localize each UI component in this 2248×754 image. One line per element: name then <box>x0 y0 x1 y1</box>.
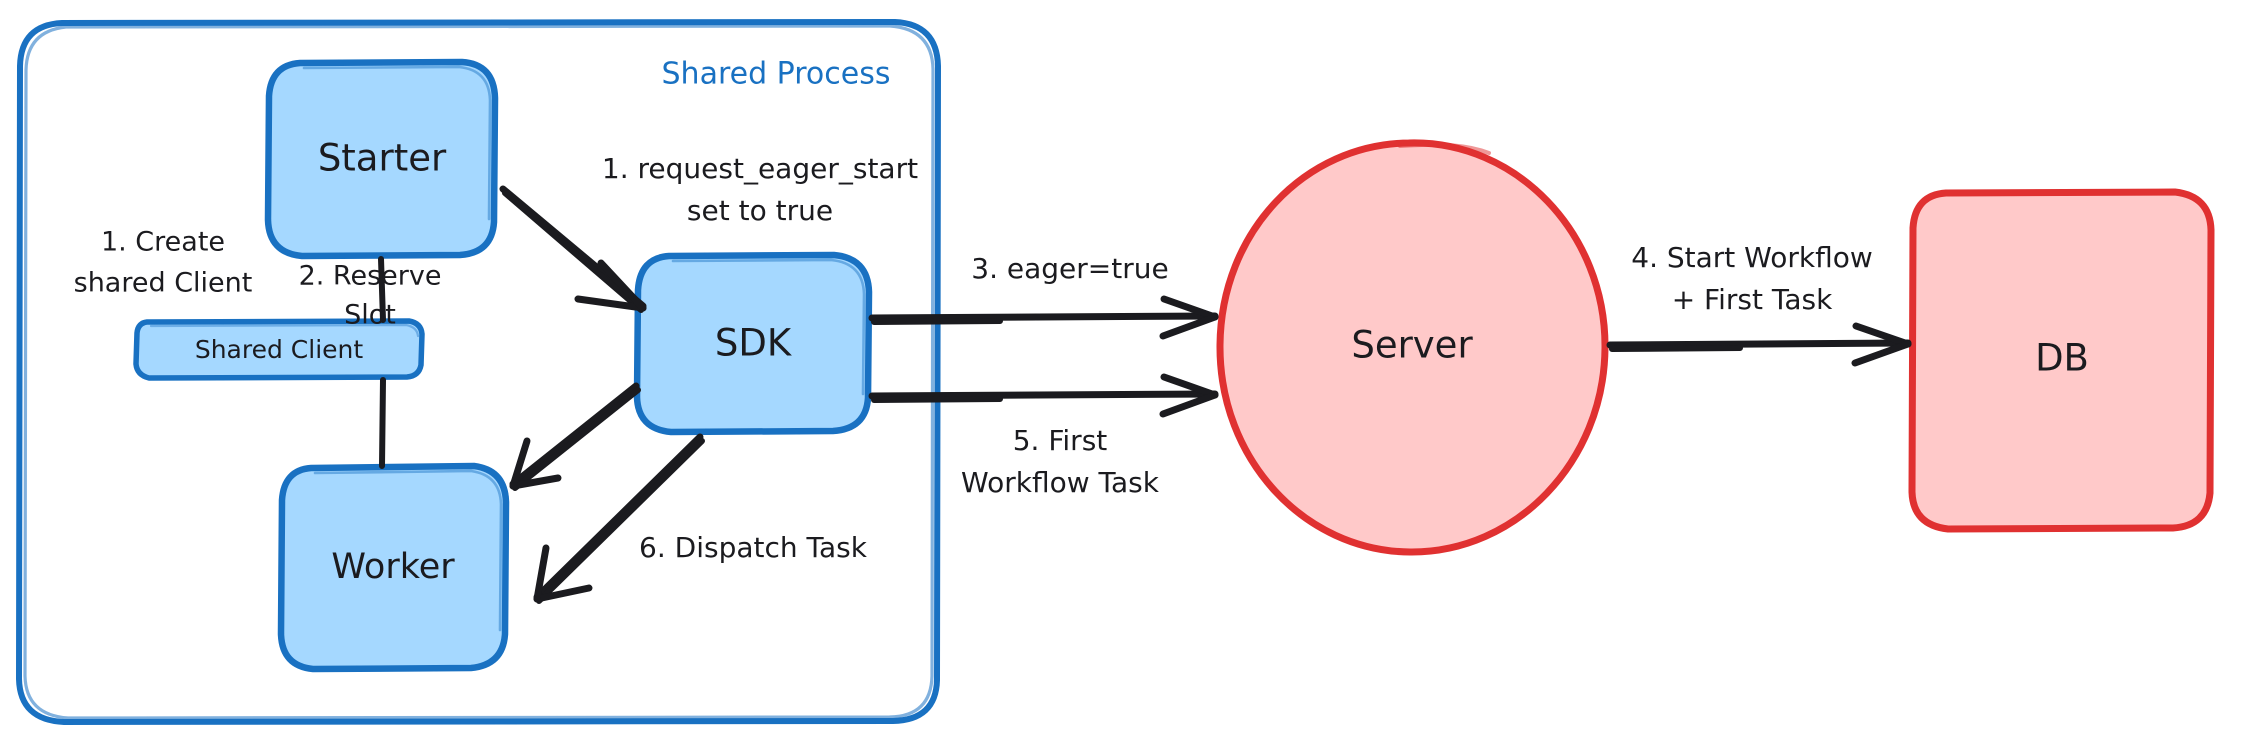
node-sdk[interactable]: SDK <box>633 251 873 436</box>
shared-process-title: Shared Process <box>662 57 891 92</box>
edge-start-workflow-label-line2: + First Task <box>1672 283 1833 316</box>
shared-process-group: Shared Process <box>16 19 941 725</box>
node-server[interactable]: Server <box>1216 139 1609 556</box>
edge-create-shared-client: 1. Create shared Client <box>74 227 386 323</box>
edge-first-workflow-task: 5. First Workflow Task <box>868 373 1219 499</box>
edge-start-workflow: 4. Start Workflow + First Task <box>1606 241 1912 367</box>
edge-request-eager-start-label-line2: set to true <box>687 194 833 227</box>
edge-eager-true-label-line1: 3. eager=true <box>971 252 1168 285</box>
edge-reserve-slot-label-line2: Slot <box>344 300 396 331</box>
edge-dispatch-task: 6. Dispatch Task <box>533 433 868 604</box>
edge-reserve-slot-label-line1: 2. Reserve <box>299 261 442 292</box>
edge-first-workflow-task-label-line2: Workflow Task <box>961 466 1160 499</box>
node-shared-client[interactable]: Shared Client <box>133 318 425 381</box>
edge-create-shared-client-label-line1: 1. Create <box>101 227 225 258</box>
node-sdk-label: SDK <box>715 322 793 365</box>
edge-first-workflow-task-label-line1: 5. First <box>1013 424 1108 457</box>
edge-reserve-slot: 2. Reserve Slot <box>299 261 641 491</box>
node-starter-label: Starter <box>318 137 447 180</box>
edge-start-workflow-label-line1: 4. Start Workflow <box>1631 241 1873 274</box>
node-db-label: DB <box>2035 337 2089 380</box>
edge-dispatch-task-label-line1: 6. Dispatch Task <box>639 531 868 564</box>
node-worker[interactable]: Worker <box>277 462 510 673</box>
node-server-label: Server <box>1351 324 1473 367</box>
node-starter[interactable]: Starter <box>264 58 499 260</box>
edge-create-shared-client-label-line2: shared Client <box>74 268 253 299</box>
edge-eager-true: 3. eager=true <box>868 252 1219 340</box>
edge-request-eager-start-label-line1: 1. request_eager_start <box>602 152 918 185</box>
node-shared-client-label: Shared Client <box>195 335 364 364</box>
edge-request-eager-start: 1. request_eager_start set to true <box>499 152 918 313</box>
node-worker-label: Worker <box>331 547 455 587</box>
node-db[interactable]: DB <box>1908 188 2215 533</box>
edge-shared-client-worker <box>379 377 386 469</box>
